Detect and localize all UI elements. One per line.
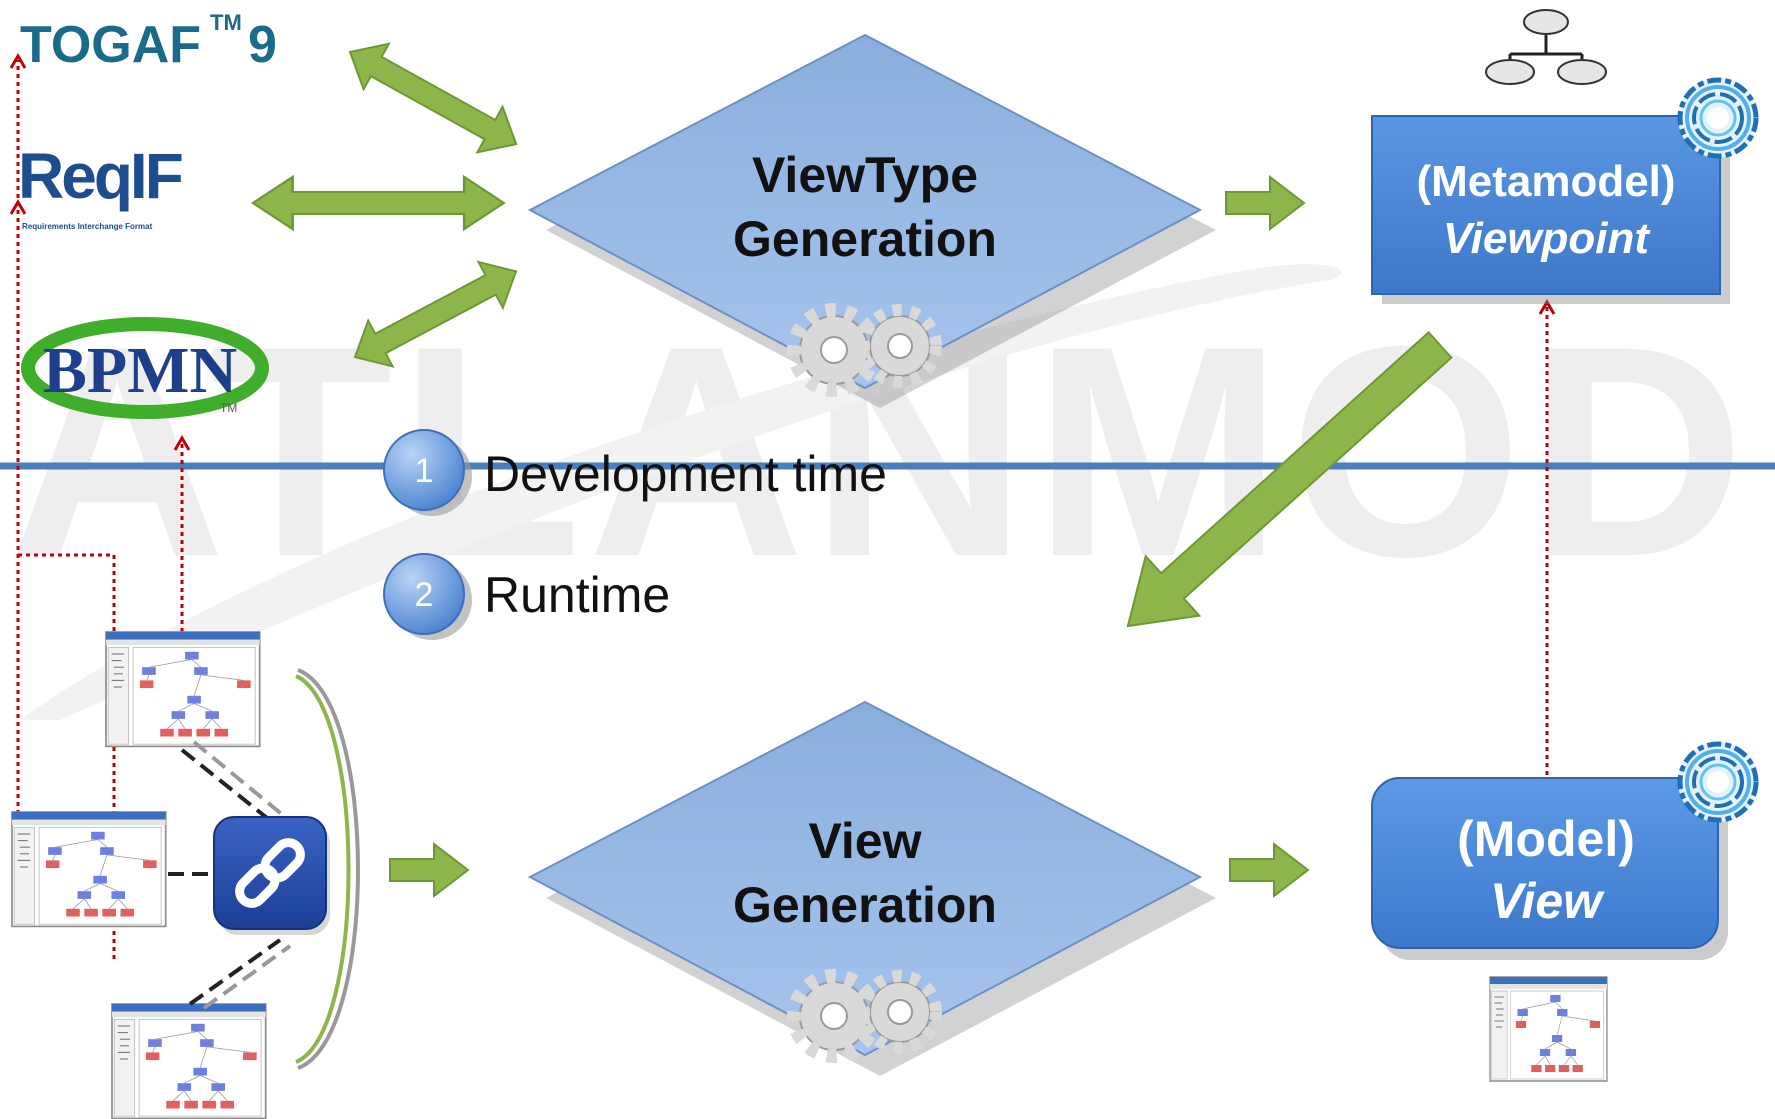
togaf-double-arrow (336, 28, 530, 168)
togaf-logo-tm: TM (210, 10, 242, 35)
togaf-logo-version: 9 (248, 16, 277, 74)
view-generation-node: View Generation (527, 700, 1216, 1076)
legend-number-2: 2 (415, 576, 434, 614)
trace-to-reqif (18, 553, 116, 960)
model-editor-screenshot-icon (105, 631, 261, 748)
viewpoint-line2: Viewpoint (1443, 214, 1651, 263)
viewpoint-node: (Metamodel) Viewpoint (1371, 115, 1730, 304)
metamodel-tree-icon (1485, 9, 1607, 85)
reqif-double-arrow (251, 175, 506, 231)
eclipse-ring-icon (1678, 742, 1758, 822)
trace-arrowhead-viewpoint (1538, 299, 1556, 315)
model-view-node: (Model) View (1371, 777, 1728, 960)
model-view-box (1371, 777, 1719, 949)
viewtype-generation-line1: ViewType (752, 147, 978, 203)
legend-label-1: Development time (484, 446, 887, 502)
bpmn-logo-ring (21, 317, 269, 419)
gears-icon (787, 969, 942, 1063)
reqif-logo-text: ReqIF (18, 140, 182, 212)
eclipse-ring-icon (1678, 78, 1758, 158)
legend-ball-1 (383, 429, 465, 511)
viewpoint-line1: (Metamodel) (1416, 157, 1675, 206)
trace-arrowhead-togaf (9, 53, 27, 69)
togaf-logo: TOGAF TM 9 (20, 10, 277, 74)
bpmn-logo-text: BPMN (43, 334, 237, 407)
model-set-bracket (295, 668, 360, 1070)
trace-arrowhead-bpmn (173, 435, 191, 451)
reqif-logo-subtitle: Requirements Interchange Format (22, 222, 153, 231)
viewtype-generation-diamond (527, 33, 1203, 390)
legend-label-2: Runtime (484, 567, 670, 623)
viewtype-to-viewpoint-arrow (1225, 176, 1305, 230)
reqif-logo: ReqIF Requirements Interchange Format (18, 140, 185, 231)
link-connectors (168, 740, 292, 1010)
view-generation-line1: View (808, 813, 921, 869)
viewtype-generation-node: ViewType Generation (527, 33, 1216, 408)
link-icon (213, 816, 330, 935)
model-editor-screenshot-icon (1489, 976, 1608, 1082)
view-to-model-view-arrow (1229, 843, 1309, 897)
model-editor-screenshot-icon (111, 1003, 267, 1119)
sources-to-view-generation-arrow (389, 843, 469, 897)
model-view-line1: (Model) (1457, 811, 1635, 867)
bpmn-logo-tm: TM (220, 401, 237, 415)
legend-number-1: 1 (415, 452, 434, 490)
trace-arrowhead-reqif (9, 199, 27, 215)
model-view-line2: View (1490, 873, 1605, 929)
view-generation-line2: Generation (733, 877, 997, 933)
view-generation-diamond (527, 700, 1203, 1057)
gears-icon (787, 303, 942, 397)
togaf-logo-text: TOGAF (20, 16, 201, 74)
legend-runtime: 2 Runtime (383, 553, 670, 640)
viewpoint-box (1371, 115, 1721, 295)
legend-ball-2 (383, 553, 465, 635)
viewtype-generation-line2: Generation (733, 211, 997, 267)
trace-arrowheads (9, 53, 1556, 451)
model-editor-screenshot-icon (11, 811, 167, 928)
viewpoint-to-view-generation-arrow (1126, 330, 1453, 628)
legend-development-time: 1 Development time (383, 429, 887, 516)
bpmn-logo: BPMN TM (21, 317, 269, 419)
